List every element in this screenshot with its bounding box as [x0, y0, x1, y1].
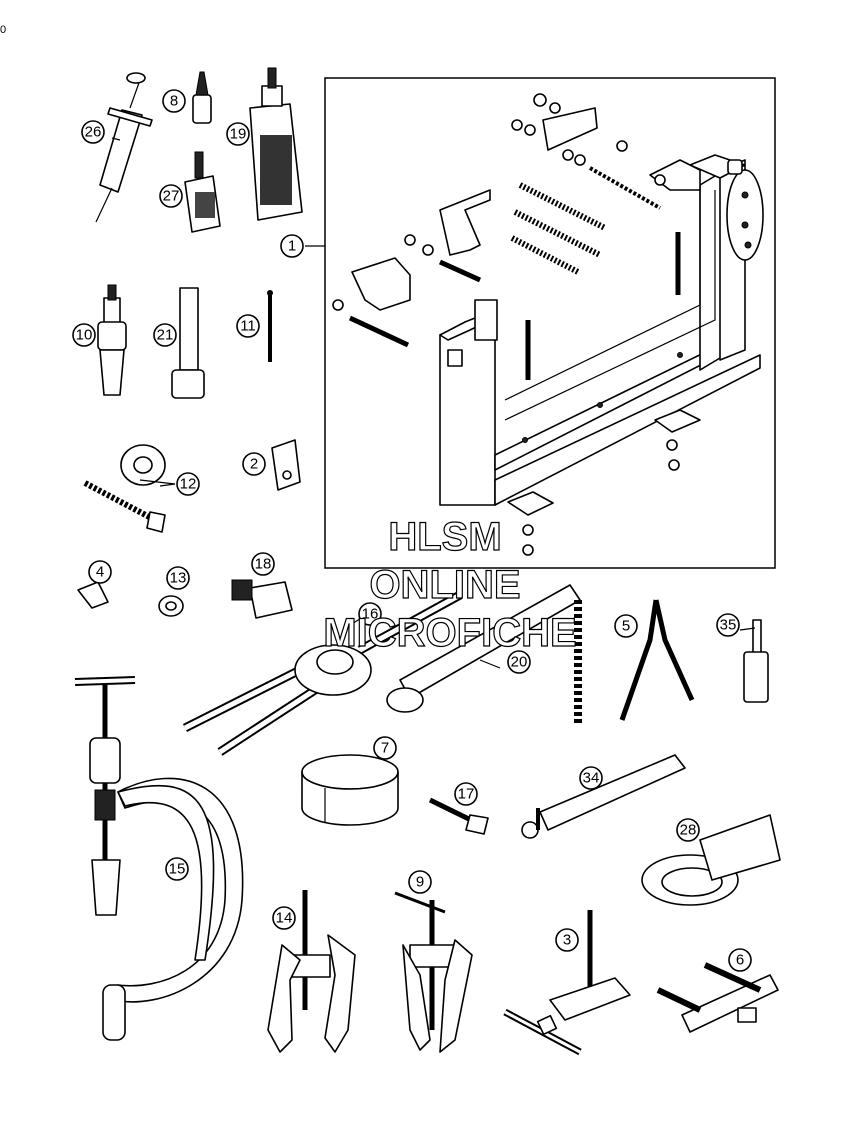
guide-pin — [743, 619, 769, 703]
svg-text:7: 7 — [381, 740, 389, 757]
adhesive-bottle — [184, 151, 221, 233]
svg-text:26: 26 — [85, 124, 102, 141]
callout-19: 19 — [226, 122, 250, 146]
bearing-and-bolt — [83, 444, 166, 533]
chain-breaker — [503, 910, 631, 1056]
svg-text:1: 1 — [288, 238, 296, 255]
clamp-ring — [301, 754, 399, 826]
callout-16: 16 — [358, 602, 382, 626]
callout-5: 5 — [614, 614, 638, 638]
callout-3: 3 — [555, 928, 579, 952]
callout-13: 13 — [166, 566, 190, 590]
socket-adapter — [231, 579, 293, 619]
callout-4: 4 — [88, 560, 112, 584]
clamp-holder — [182, 591, 463, 756]
slide-hammer-puller — [97, 284, 127, 396]
two-jaw-puller — [267, 890, 356, 1053]
svg-text:16: 16 — [362, 606, 379, 623]
callout-14: 14 — [272, 906, 296, 930]
drift-shaft — [171, 287, 205, 399]
svg-text:10: 10 — [76, 327, 93, 344]
svg-text:15: 15 — [169, 861, 186, 878]
watermark-line-3: MICROFICHE — [323, 611, 576, 655]
callout-10: 10 — [72, 323, 96, 347]
callout-9: 9 — [408, 870, 432, 894]
sealant-tube — [249, 67, 303, 221]
chain-wrench — [386, 584, 582, 725]
callout-21: 21 — [153, 323, 177, 347]
svg-text:19: 19 — [230, 126, 247, 143]
callout-11: 11 — [236, 314, 260, 338]
svg-text:12: 12 — [180, 476, 197, 493]
locking-nut — [158, 595, 184, 617]
svg-text:9: 9 — [416, 874, 424, 891]
svg-text:8: 8 — [170, 93, 178, 110]
svg-text:6: 6 — [736, 952, 744, 969]
watermark-line-1: HLSM — [388, 515, 501, 559]
callout-17: 17 — [454, 782, 478, 806]
holder-plates — [641, 814, 781, 906]
svg-text:4: 4 — [96, 564, 104, 581]
svg-text:3: 3 — [563, 932, 571, 949]
svg-text:17: 17 — [458, 786, 475, 803]
callout-35: 35 — [716, 613, 740, 637]
three-jaw-puller — [394, 891, 473, 1053]
circlip-pliers — [619, 599, 695, 721]
callout-2: 2 — [242, 452, 266, 476]
pin-tool — [267, 290, 273, 362]
svg-text:5: 5 — [622, 618, 630, 635]
small-plug — [77, 581, 109, 609]
callout-15: 15 — [165, 857, 189, 881]
svg-text:2: 2 — [250, 456, 258, 473]
adjusting-screw — [428, 797, 489, 835]
callout-18: 18 — [251, 552, 275, 576]
engine-stand — [332, 93, 764, 556]
svg-text:21: 21 — [157, 327, 174, 344]
engine-stand-frame-box — [324, 77, 776, 569]
callout-20: 20 — [507, 650, 531, 674]
svg-text:27: 27 — [163, 188, 180, 205]
svg-text:14: 14 — [276, 910, 293, 927]
small-bottle — [192, 71, 212, 124]
valve-spring-compressor — [74, 676, 244, 1041]
callout-34: 34 — [579, 766, 603, 790]
callout-6: 6 — [728, 948, 752, 972]
svg-text:35: 35 — [720, 617, 737, 634]
callout-12: 12 — [176, 472, 200, 496]
callout-8: 8 — [162, 89, 186, 113]
page-marker: 0 — [0, 24, 7, 36]
svg-text:28: 28 — [680, 822, 697, 839]
svg-text:11: 11 — [240, 318, 256, 335]
syringe-tool — [95, 72, 153, 223]
svg-text:13: 13 — [170, 570, 187, 587]
svg-text:34: 34 — [583, 770, 600, 787]
hook-spanner — [521, 754, 686, 839]
callout-26: 26 — [81, 120, 105, 144]
callout-7: 7 — [373, 736, 397, 760]
callout-28: 28 — [676, 818, 700, 842]
svg-text:18: 18 — [255, 556, 272, 573]
callout-27: 27 — [159, 184, 183, 208]
callout-1: 1 — [280, 234, 304, 258]
watermark-line-2: ONLINE — [369, 563, 520, 607]
small-bracket — [271, 439, 301, 491]
clamp-bar — [656, 962, 779, 1033]
svg-text:20: 20 — [511, 654, 528, 671]
